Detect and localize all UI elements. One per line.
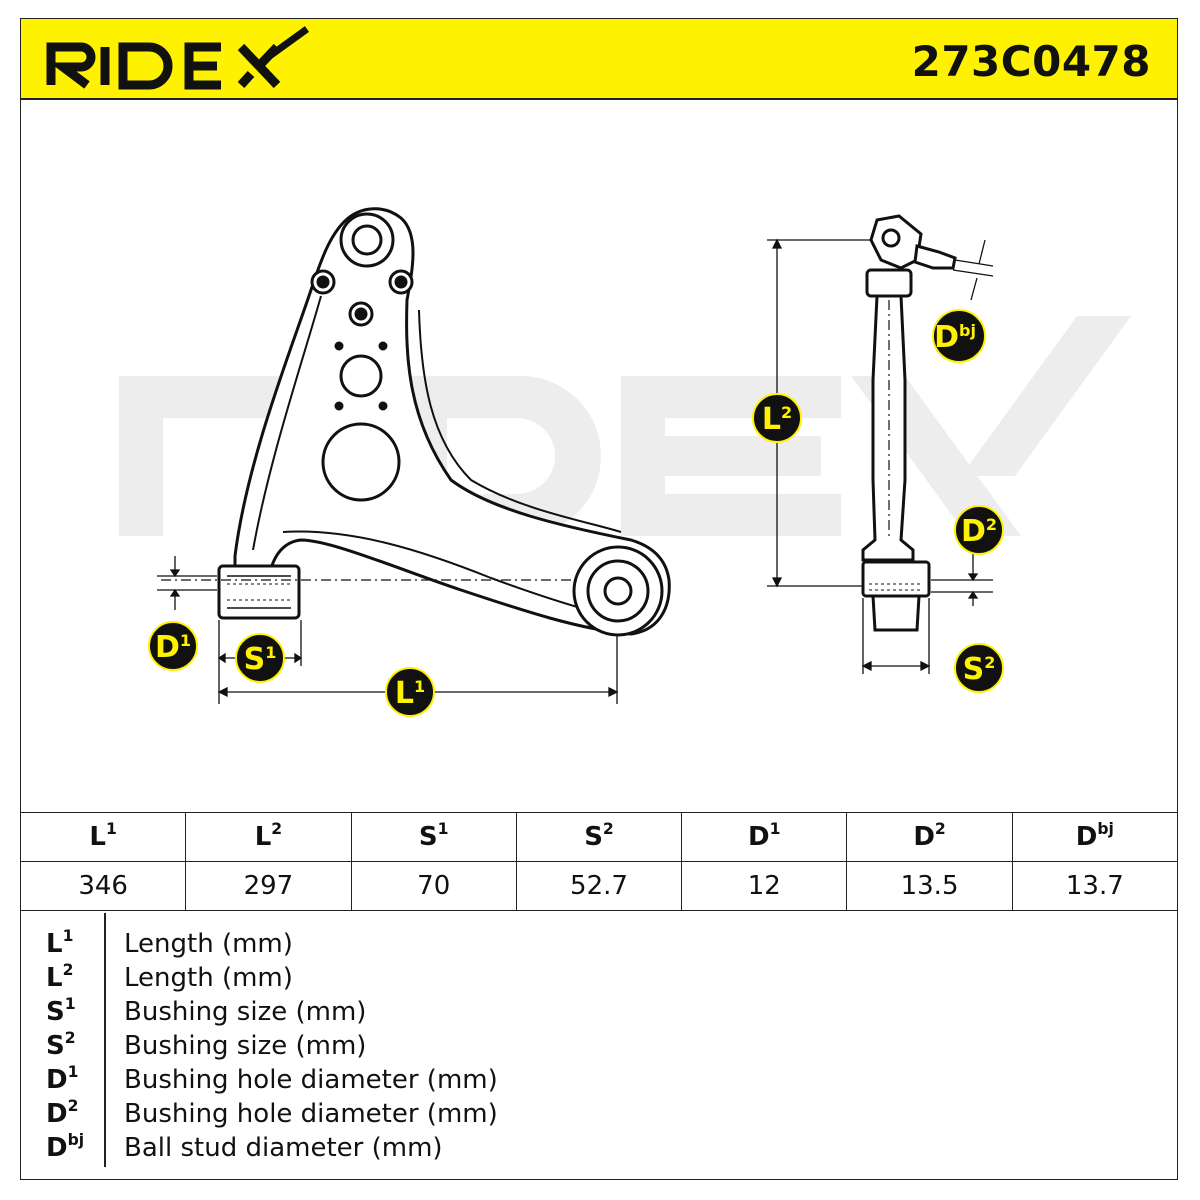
table-cell: 13.7 (1011, 861, 1179, 911)
badge-L2: L2 (752, 393, 802, 443)
table-header-row: L1 L2 S1 S2 D1 D2 Dbj (19, 812, 1179, 862)
legend-item: S2 Bushing size (mm) (20, 1029, 1178, 1065)
svg-text:L1: L1 (395, 676, 425, 711)
ridex-logo (46, 26, 310, 90)
legend-description: Bushing hole diameter (mm) (124, 1065, 498, 1095)
legend-item: L2 Length (mm) (20, 961, 1178, 997)
legend: L1 Length (mm) L2 Length (mm) S1 Bushing… (20, 913, 1178, 1180)
svg-text:Dbj: Dbj (934, 320, 976, 355)
badge-S1: S1 (235, 633, 285, 683)
badge-L1: L1 (385, 667, 435, 717)
legend-code: Dbj (46, 1131, 85, 1163)
legend-item: L1 Length (mm) (20, 927, 1178, 963)
legend-code: L1 (46, 927, 74, 959)
legend-item: S1 Bushing size (mm) (20, 995, 1178, 1031)
legend-description: Bushing hole diameter (mm) (124, 1099, 498, 1129)
table-cell: 13.5 (846, 861, 1013, 911)
control-arm-side-view (861, 214, 957, 632)
table-row: 346 297 70 52.7 12 13.5 13.7 (19, 861, 1179, 911)
table-cell: 52.7 (515, 861, 683, 911)
table-header: L2 (185, 812, 352, 862)
header-bar: 273C0478 (20, 18, 1178, 100)
legend-code: S1 (46, 995, 76, 1027)
table-cell: 70 (350, 861, 517, 911)
table-cell: 346 (19, 861, 187, 911)
svg-text:S2: S2 (963, 652, 996, 687)
legend-description: Ball stud diameter (mm) (124, 1133, 443, 1163)
badge-D2: D2 (954, 505, 1004, 555)
control-arm-front-view (217, 207, 671, 637)
part-number: 273C0478 (911, 37, 1151, 86)
badge-D1: D1 (148, 621, 198, 671)
table-cell: 12 (681, 861, 848, 911)
legend-description: Bushing size (mm) (124, 997, 367, 1027)
legend-code: L2 (46, 961, 74, 993)
legend-description: Bushing size (mm) (124, 1031, 367, 1061)
badge-S2: S2 (954, 643, 1004, 693)
table-header: L1 (19, 812, 187, 862)
legend-description: Length (mm) (124, 963, 293, 993)
dimension-lines-side (767, 238, 994, 674)
svg-text:D1: D1 (155, 630, 191, 665)
legend-divider (104, 913, 106, 1167)
specification-table: L1 L2 S1 S2 D1 D2 Dbj 346 297 70 52.7 12… (19, 812, 1179, 911)
dimension-lines-front (157, 556, 619, 704)
badge-Dbj: Dbj (932, 309, 986, 363)
legend-code: D2 (46, 1097, 79, 1129)
technical-drawing: L1 S1 D1 L2 S2 D2 Dbj (119, 207, 1131, 717)
legend-code: S2 (46, 1029, 76, 1061)
table-cell: 297 (185, 861, 352, 911)
table-header: Dbj (1011, 812, 1179, 862)
table-header: D1 (681, 812, 848, 862)
legend-description: Length (mm) (124, 929, 293, 959)
table-header: S2 (515, 812, 683, 862)
legend-item: Dbj Ball stud diameter (mm) (20, 1131, 1178, 1167)
table-header: D2 (846, 812, 1013, 862)
svg-text:D2: D2 (961, 514, 997, 549)
legend-item: D2 Bushing hole diameter (mm) (20, 1097, 1178, 1133)
legend-item: D1 Bushing hole diameter (mm) (20, 1063, 1178, 1099)
table-header: S1 (350, 812, 517, 862)
svg-text:L2: L2 (762, 402, 792, 437)
legend-code: D1 (46, 1063, 79, 1095)
svg-text:S1: S1 (244, 642, 277, 677)
